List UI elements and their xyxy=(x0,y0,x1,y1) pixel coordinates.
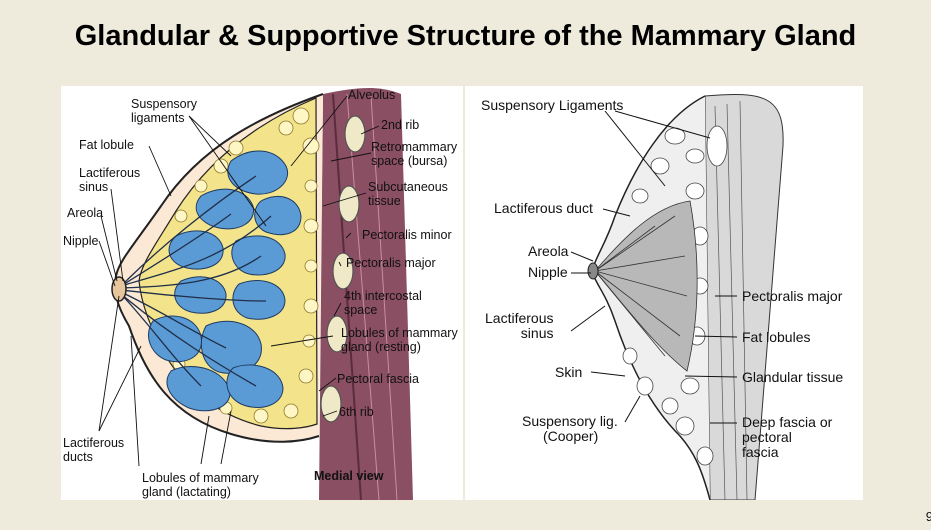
label-fat-lobules: Fat lobules xyxy=(742,329,811,345)
label-suspensory-ligaments: Suspensory ligaments xyxy=(131,97,198,125)
label-nipple-right: Nipple xyxy=(528,264,568,280)
page-number: 9 xyxy=(925,509,931,524)
label-lactiferous-ducts: Lactiferous ducts xyxy=(63,436,125,464)
label-areola: Areola xyxy=(67,206,104,220)
label-2nd-rib: 2nd rib xyxy=(381,118,420,132)
label-pectoral-fascia: Pectoral fascia xyxy=(337,372,419,386)
label-lobules-lactating: Lobules of mammary gland (lactating) xyxy=(142,471,259,499)
left-diagram-panel: Suspensory ligaments Fat lobule Lactifer… xyxy=(61,86,463,500)
label-suspensory-ligaments-right: Suspensory Ligaments xyxy=(481,97,624,113)
label-pectoralis-minor: Pectoralis minor xyxy=(362,228,452,242)
breast-anatomy-illustration xyxy=(61,86,413,500)
label-deep-fascia: Deep fascia or pectoral fascia xyxy=(742,414,833,460)
label-areola-right: Areola xyxy=(528,243,569,259)
label-alveolus: Alveolus xyxy=(348,88,396,102)
label-lobules-resting: Lobules of mammary gland (resting) xyxy=(341,326,458,354)
label-suspensory-lig: Suspensory lig. xyxy=(522,413,618,429)
label-skin: Skin xyxy=(555,364,583,380)
label-pectoralis-major: Pectoralis major xyxy=(346,256,436,270)
label-lactiferous-duct: Lactiferous duct xyxy=(494,200,593,216)
label-6th-rib: 6th rib xyxy=(339,405,374,419)
label-pectoralis-major-right: Pectoralis major xyxy=(742,288,843,304)
label-nipple: Nipple xyxy=(63,234,99,248)
label-lactiferous-sinus-right: Lactiferous sinus xyxy=(485,310,554,341)
label-glandular-tissue: Glandular tissue xyxy=(742,369,844,385)
right-diagram-panel: Suspensory Ligaments Lactiferous duct Ar… xyxy=(465,86,863,500)
label-medial-view: Medial view xyxy=(314,469,384,483)
label-fat-lobule: Fat lobule xyxy=(79,138,134,152)
label-cooper: (Cooper) xyxy=(543,428,599,444)
label-lactiferous-sinus: Lactiferous sinus xyxy=(79,166,141,194)
slide-title: Glandular & Supportive Structure of the … xyxy=(74,20,857,52)
label-retromammary-space: Retromammary space (bursa) xyxy=(371,140,458,168)
label-subcutaneous-tissue: Subcutaneous tissue xyxy=(368,180,448,208)
label-4th-intercostal-space: 4th intercostal space xyxy=(344,289,422,317)
breast-sagittal-illustration xyxy=(570,93,784,500)
